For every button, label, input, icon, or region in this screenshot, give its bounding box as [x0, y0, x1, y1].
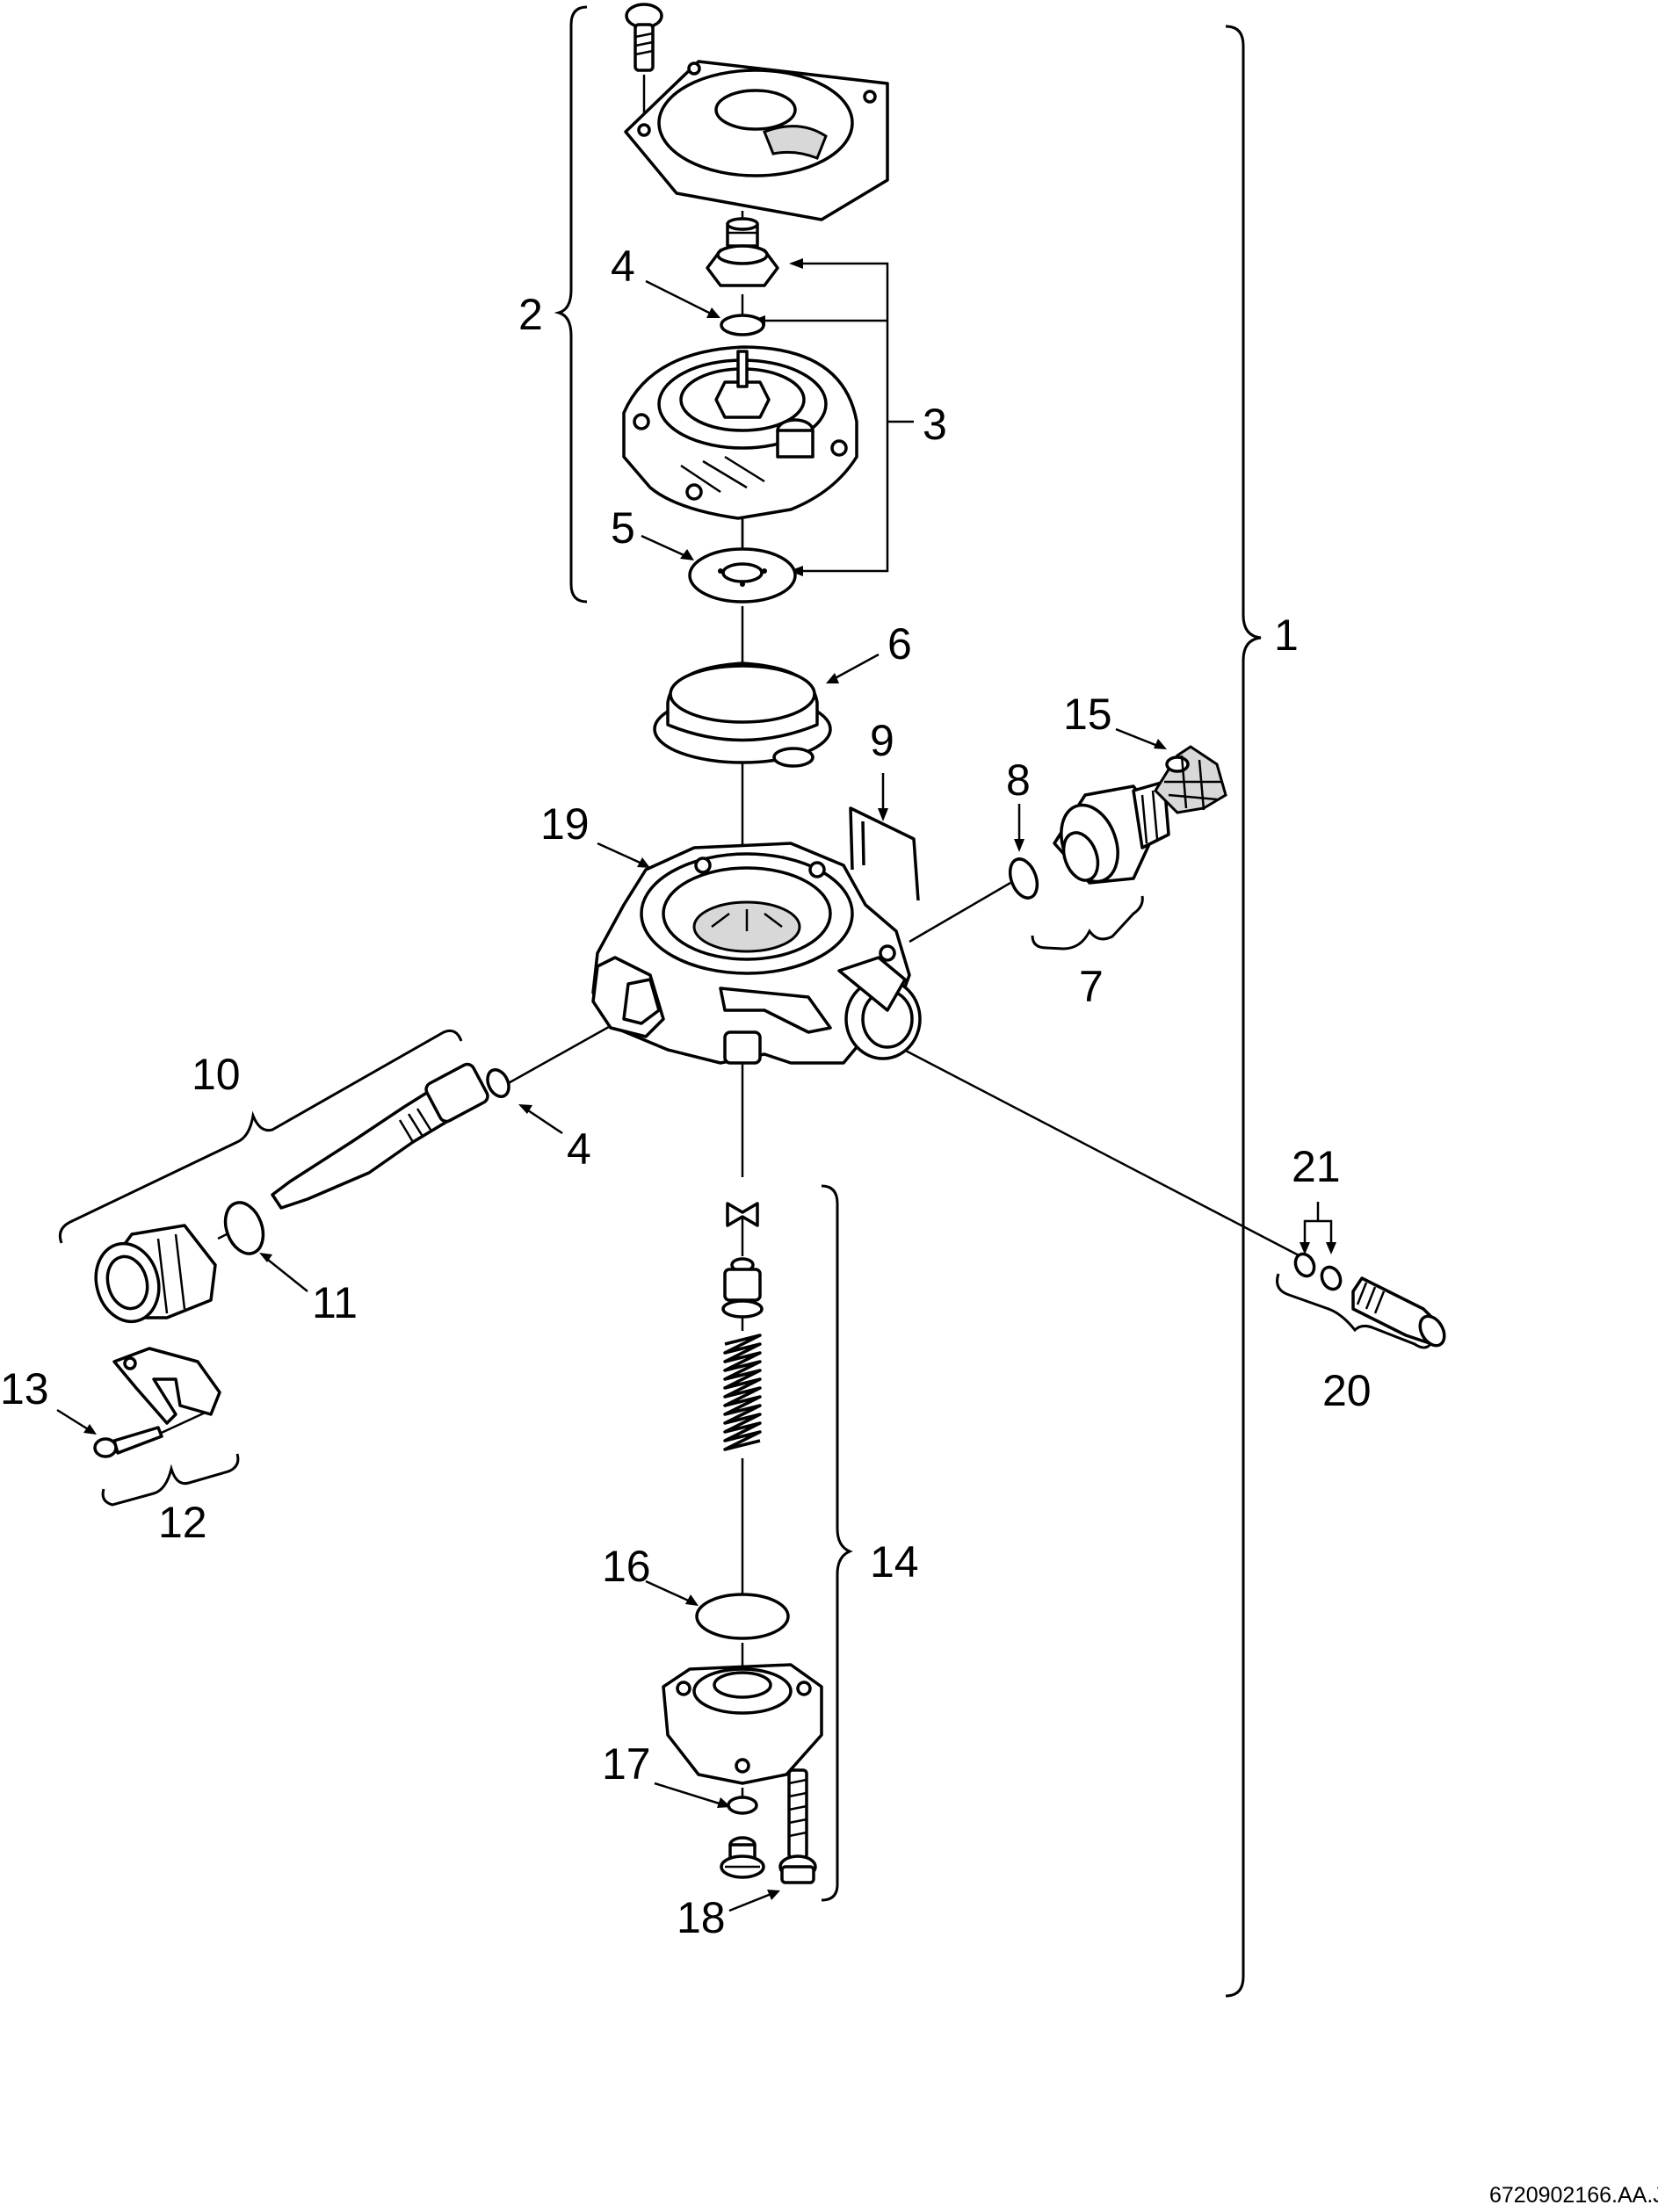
o-ring-part-11: [223, 1201, 265, 1255]
label-13: 13: [0, 1364, 49, 1413]
threaded-nut-lower-left: [94, 1224, 217, 1324]
assembly-axis-lines: [153, 75, 1333, 1810]
mesh-strainer-part-15: [1154, 745, 1227, 814]
small-o-ring-part-17: [727, 1796, 758, 1815]
brace-group-14: [821, 1184, 853, 1902]
brace-group-2: [554, 5, 588, 604]
spindle-part-10: [271, 1062, 489, 1210]
label-15: 15: [1063, 690, 1112, 739]
brace-group-10: [58, 1029, 463, 1244]
label-11: 11: [312, 1278, 358, 1327]
main-body-part-19: [591, 842, 922, 1065]
label-17: 17: [602, 1739, 651, 1789]
valve-holder-clip: [726, 1202, 759, 1227]
threaded-connector-part-7: [1053, 780, 1170, 885]
label-1: 1: [1274, 611, 1299, 660]
o-ring-part-8: [1008, 857, 1039, 900]
label-6: 6: [887, 619, 912, 669]
diaphragm-disc-part-5: [688, 518, 797, 604]
label-4-top: 4: [611, 242, 635, 291]
brace-group-7: [1031, 895, 1144, 951]
label-leaders: [56, 279, 1161, 1912]
label-20: 20: [1322, 1366, 1372, 1415]
screw-part-18-long: [778, 1768, 817, 1884]
stem-valve-part-3: [706, 217, 779, 287]
o-rings-part-21: [1293, 1252, 1343, 1291]
compression-spring: [723, 1334, 762, 1451]
valve-piston: [721, 1257, 764, 1319]
figure-reference-code: 6720902166.AA.JF: [1489, 2183, 1658, 2208]
top-cover-screw: [625, 3, 663, 72]
lower-cover: [662, 1663, 823, 1785]
brace-group-20: [1276, 1273, 1432, 1349]
label-14: 14: [870, 1537, 919, 1587]
label-19: 19: [540, 799, 590, 849]
wire-clip-part-9: [849, 806, 920, 901]
brace-group-12: [101, 1453, 240, 1507]
dome-cap-part-6: [653, 661, 832, 768]
o-ring-part-4-left: [486, 1068, 510, 1098]
label-3: 3: [923, 400, 947, 449]
pin-part-20: [1351, 1276, 1446, 1348]
label-10: 10: [192, 1050, 241, 1099]
label-5: 5: [611, 503, 635, 553]
large-o-ring-part-16: [695, 1593, 790, 1640]
label-9: 9: [870, 716, 894, 765]
label-12: 12: [158, 1498, 207, 1547]
label-16: 16: [602, 1542, 651, 1591]
label-4-left: 4: [567, 1124, 591, 1174]
o-ring-part-4-top: [720, 314, 765, 336]
label-8: 8: [1006, 755, 1031, 805]
plug-screw-bottom: [720, 1836, 765, 1879]
label-18: 18: [677, 1893, 726, 1942]
label-arrowheads: [83, 307, 1167, 1900]
diaphragm-housing: [622, 345, 858, 520]
label-7: 7: [1079, 962, 1104, 1011]
label-21: 21: [1292, 1142, 1341, 1191]
bracket-clip-part-12: [112, 1347, 221, 1425]
top-cover-plate: [624, 60, 889, 221]
screw-part-13: [93, 1426, 163, 1458]
brace-group-1: [1225, 25, 1262, 1998]
label-2: 2: [518, 290, 543, 339]
